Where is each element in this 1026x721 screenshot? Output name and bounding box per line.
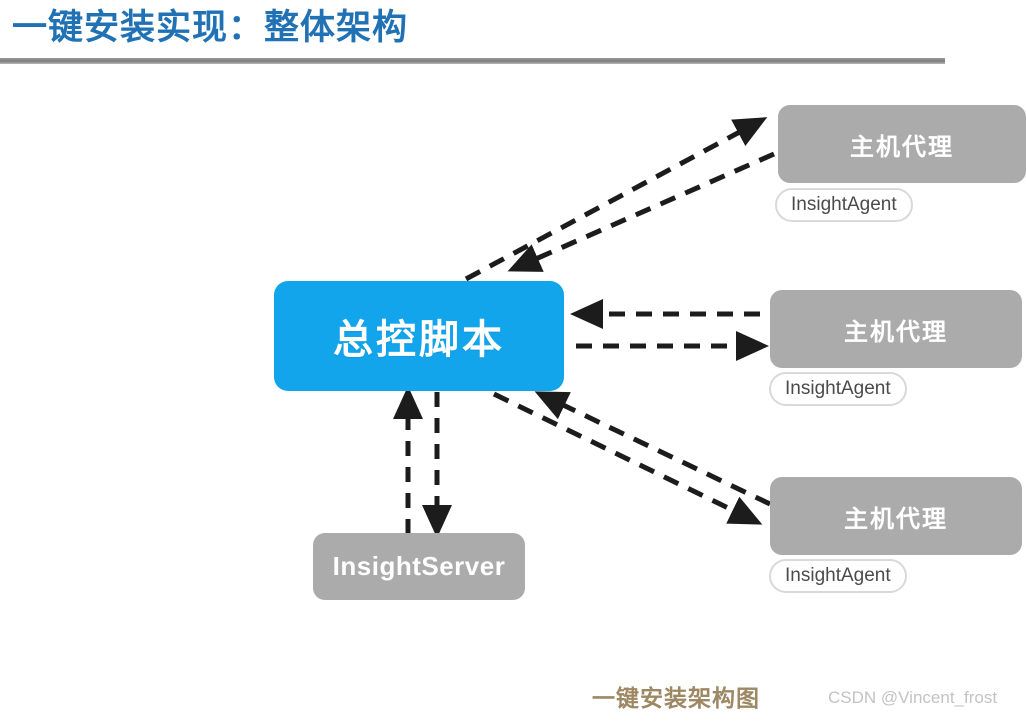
connector-controller-to-agent-1 xyxy=(464,117,768,282)
connector-controller-to-agent-3 xyxy=(492,391,763,525)
node-agent-1-label: 主机代理 xyxy=(850,133,954,161)
pill-agent-1-label: InsightAgent xyxy=(791,194,897,215)
node-agent-2[interactable]: 主机代理 xyxy=(770,290,1022,368)
pill-agent-2-insightagent[interactable]: InsightAgent xyxy=(769,372,907,406)
node-agent-3-label: 主机代理 xyxy=(844,505,948,533)
connector-agent-1-to-controller xyxy=(507,151,776,272)
pill-agent-3-insightagent[interactable]: InsightAgent xyxy=(769,559,907,593)
watermark: CSDN @Vincent_frost xyxy=(828,688,998,707)
node-insightserver[interactable]: InsightServer xyxy=(313,533,525,600)
node-controller[interactable]: 总控脚本 xyxy=(274,281,564,391)
pill-agent-3-label: InsightAgent xyxy=(785,565,891,586)
node-agent-1[interactable]: 主机代理 xyxy=(778,105,1026,183)
title-divider xyxy=(0,58,945,64)
node-insightserver-label: InsightServer xyxy=(332,551,506,581)
node-agent-2-label: 主机代理 xyxy=(844,318,948,346)
pill-agent-2-label: InsightAgent xyxy=(785,378,891,399)
connector-layer xyxy=(393,117,776,538)
diagram-caption: 一键安装架构图 xyxy=(592,685,760,711)
node-controller-label: 总控脚本 xyxy=(333,318,505,362)
architecture-diagram: 总控脚本 主机代理 InsightAgent 主机代理 InsightAgent… xyxy=(0,64,1026,664)
pill-agent-1-insightagent[interactable]: InsightAgent xyxy=(775,188,913,222)
page-title: 一键安装实现：整体架构 xyxy=(12,8,409,47)
connector-agent-3-to-controller xyxy=(534,391,772,507)
node-agent-3[interactable]: 主机代理 xyxy=(770,477,1022,555)
